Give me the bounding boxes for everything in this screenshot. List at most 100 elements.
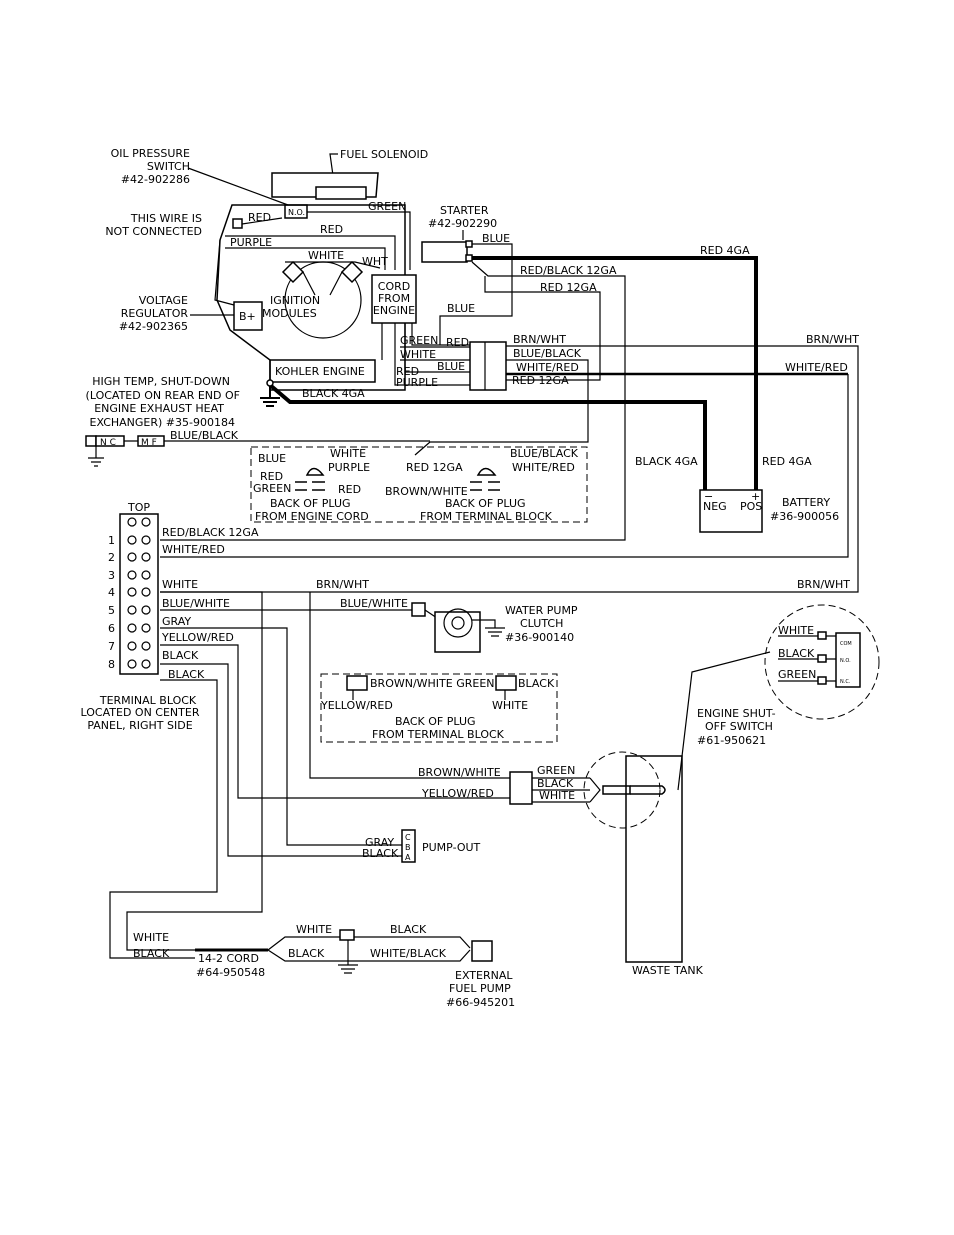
svg-text:#64-950548: #64-950548 xyxy=(196,966,265,979)
svg-text:PURPLE: PURPLE xyxy=(230,236,272,249)
svg-text:GREEN: GREEN xyxy=(400,334,438,347)
black-4ga-cable xyxy=(268,383,707,490)
svg-text:−: − xyxy=(704,490,713,503)
svg-text:BLUE: BLUE xyxy=(447,302,475,315)
svg-text:GRAY: GRAY xyxy=(365,836,394,849)
fuel-solenoid xyxy=(315,186,367,200)
high-temp-label: HIGH TEMP, SHUT-DOWN (LOCATED ON REAR EN… xyxy=(86,375,240,429)
ignition-module-right xyxy=(340,260,364,284)
svg-text:#66-945201: #66-945201 xyxy=(446,996,515,1009)
waste-tank xyxy=(625,755,683,963)
svg-text:CORD: CORD xyxy=(378,280,410,293)
voltage-regulator-label: VOLTAGE REGULATOR #42-902365 xyxy=(119,294,189,333)
fuel-pump-splice xyxy=(339,929,355,941)
svg-text:BRN/WHT: BRN/WHT xyxy=(513,333,566,346)
svg-text:BROWN/WHITE: BROWN/WHITE xyxy=(385,485,468,498)
svg-text:#36-900140: #36-900140 xyxy=(505,631,574,644)
svg-text:RED: RED xyxy=(338,483,361,496)
svg-text:GREEN: GREEN xyxy=(778,668,816,681)
svg-text:RED: RED xyxy=(260,470,283,483)
svg-text:PANEL, RIGHT SIDE: PANEL, RIGHT SIDE xyxy=(87,719,192,732)
svg-text:BLUE/WHITE: BLUE/WHITE xyxy=(162,597,230,610)
svg-text:RED 12GA: RED 12GA xyxy=(406,461,463,474)
svg-text:N.O.: N.O. xyxy=(840,658,851,664)
svg-text:BACK OF PLUG: BACK OF PLUG xyxy=(270,497,351,510)
svg-text:BLACK: BLACK xyxy=(537,777,574,790)
svg-text:TERMINAL BLOCK: TERMINAL BLOCK xyxy=(99,694,197,707)
svg-text:BLUE/BLACK: BLUE/BLACK xyxy=(510,447,579,460)
svg-text:VOLTAGE: VOLTAGE xyxy=(139,294,188,307)
waste-tank-label: WASTE TANK xyxy=(632,964,704,977)
svg-text:C: C xyxy=(405,833,411,842)
svg-text:NOT CONNECTED: NOT CONNECTED xyxy=(105,225,202,238)
svg-text:WHITE/RED: WHITE/RED xyxy=(162,543,225,556)
terminal-numbers: 1 2 3 4 5 6 7 8 xyxy=(108,534,115,671)
terminal-screws xyxy=(127,517,151,669)
svg-text:1: 1 xyxy=(108,534,115,547)
oil-switch-leader xyxy=(187,167,289,206)
water-pump-clutch-label: WATER PUMP CLUTCH #36-900140 xyxy=(505,604,578,644)
svg-text:GRAY: GRAY xyxy=(162,615,191,628)
svg-text:WHITE: WHITE xyxy=(778,624,814,637)
engine-ground xyxy=(260,386,280,407)
svg-text:FROM TERMINAL BLOCK: FROM TERMINAL BLOCK xyxy=(372,728,505,741)
svg-text:GREEN: GREEN xyxy=(537,764,575,777)
svg-text:BLUE/WHITE: BLUE/WHITE xyxy=(340,597,408,610)
svg-text:N C: N C xyxy=(100,438,116,448)
oil-pressure-switch-label: OIL PRESSURE SWITCH #42-902286 xyxy=(111,147,190,186)
svg-text:BROWN/WHITE: BROWN/WHITE xyxy=(418,766,501,779)
svg-text:EXTERNAL: EXTERNAL xyxy=(455,969,513,982)
svg-text:BLACK: BLACK xyxy=(288,947,325,960)
svg-text:WHITE: WHITE xyxy=(308,249,344,262)
back-of-plug-box xyxy=(250,446,588,523)
kohler-engine-box xyxy=(269,359,376,383)
svg-text:BLUE: BLUE xyxy=(258,452,286,465)
starter xyxy=(421,241,468,263)
svg-text:RED: RED xyxy=(446,336,469,349)
svg-text:YELLOW/RED: YELLOW/RED xyxy=(421,787,494,800)
svg-text:3: 3 xyxy=(108,569,115,582)
svg-text:M F: M F xyxy=(141,438,157,448)
svg-text:YELLOW/RED: YELLOW/RED xyxy=(161,631,234,644)
svg-text:OFF SWITCH: OFF SWITCH xyxy=(705,720,773,733)
svg-text:BLACK: BLACK xyxy=(133,947,170,960)
svg-text:RED/BLACK 12GA: RED/BLACK 12GA xyxy=(162,526,259,539)
svg-text:MODULES: MODULES xyxy=(262,307,317,320)
engine-shutoff-detail xyxy=(764,604,880,720)
svg-text:WHITE: WHITE xyxy=(296,923,332,936)
svg-text:N.C.: N.C. xyxy=(840,679,851,685)
terminal-top-label: TOP xyxy=(127,501,150,514)
back-plug-engine-cord: BLUE WHITE PURPLE RED GREEN RED BACK OF … xyxy=(253,447,370,523)
svg-text:FROM: FROM xyxy=(378,292,410,305)
starter-label: STARTER xyxy=(440,204,489,217)
svg-text:WATER PUMP: WATER PUMP xyxy=(505,604,578,617)
svg-text:RED 4GA: RED 4GA xyxy=(762,455,812,468)
svg-text:WHITE: WHITE xyxy=(539,789,575,802)
engine-cord-plug xyxy=(469,341,507,391)
svg-text:#42-902286: #42-902286 xyxy=(121,173,190,186)
svg-text:OIL PRESSURE: OIL PRESSURE xyxy=(111,147,190,160)
svg-text:FROM ENGINE CORD: FROM ENGINE CORD xyxy=(255,510,369,523)
svg-text:2: 2 xyxy=(108,551,115,564)
battery-label: BATTERY xyxy=(782,496,830,509)
svg-text:CLUTCH: CLUTCH xyxy=(520,617,563,630)
terminal-block-label: TERMINAL BLOCK LOCATED ON CENTER PANEL, … xyxy=(81,694,200,732)
pump-out-label: PUMP-OUT xyxy=(422,841,481,854)
svg-text:YELLOW/RED: YELLOW/RED xyxy=(320,699,393,712)
svg-text:ENGINE: ENGINE xyxy=(373,304,415,317)
svg-text:IGNITION: IGNITION xyxy=(270,294,320,307)
svg-text:BLUE/BLACK: BLUE/BLACK xyxy=(513,347,582,360)
water-pump-clutch-terminal xyxy=(411,602,426,617)
svg-text:RED/BLACK 12GA: RED/BLACK 12GA xyxy=(520,264,617,277)
svg-text:BROWN/WHITE GREEN: BROWN/WHITE GREEN xyxy=(370,677,495,690)
red-4ga-cable xyxy=(472,256,758,490)
svg-text:BLACK 4GA: BLACK 4GA xyxy=(635,455,698,468)
svg-text:RED 12GA: RED 12GA xyxy=(512,374,569,387)
svg-text:14-2 CORD: 14-2 CORD xyxy=(198,952,259,965)
svg-text:POS: POS xyxy=(740,500,762,513)
svg-text:NEG: NEG xyxy=(703,500,727,513)
back-plug-terminal-block: BLUE/BLACK RED 12GA WHITE/RED BROWN/WHIT… xyxy=(385,447,579,523)
svg-text:BLACK: BLACK xyxy=(518,677,555,690)
svg-text:RED: RED xyxy=(320,223,343,236)
svg-text:EXCHANGER) #35-900184: EXCHANGER) #35-900184 xyxy=(90,416,235,429)
